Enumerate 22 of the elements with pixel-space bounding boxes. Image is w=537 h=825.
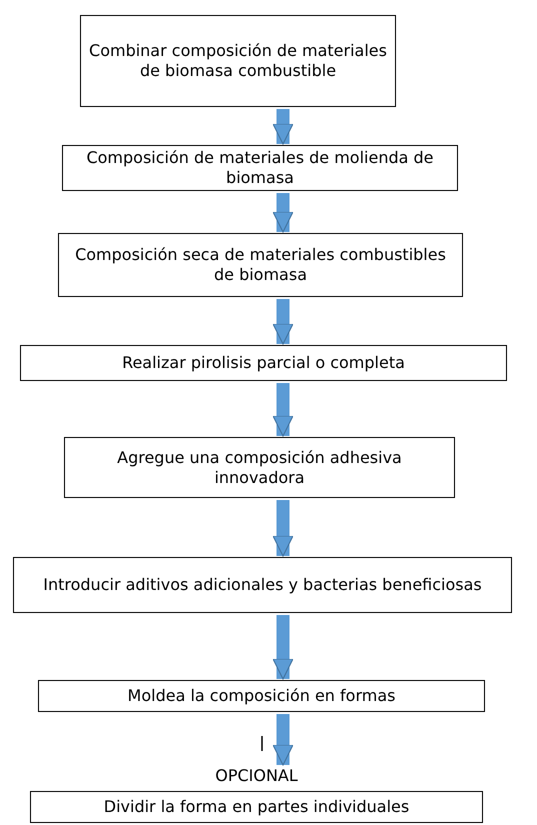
process-box [58,233,463,297]
step-text: Agregue una composición adhesiva innovadora [116,448,403,488]
step-text: Composición de materiales de molienda de biomasa [85,148,435,188]
step-text: Composición seca de materiales combustibles de biomasa [74,245,447,285]
process-box [13,557,512,613]
process-box [38,680,485,712]
arrow [272,299,294,344]
arrow [272,615,294,680]
arrow [272,500,294,556]
process-box [62,145,458,191]
process-box [80,15,396,107]
process-box: Dividir la forma en partes individuales [30,791,483,823]
arrow [272,193,294,232]
step-text: Realizar pirolisis parcial o completa [122,353,405,373]
step-text: Moldea la composición en formas [128,686,396,706]
arrow [272,109,294,144]
arrow [272,714,294,766]
process-box [64,437,455,498]
step-text: Introducir aditivos adicionales y bacterias beneficiosas [43,575,482,595]
process-box [20,345,507,381]
step-text: Combinar composición de materiales de biomasa combustible [88,41,388,81]
arrow [272,383,294,436]
